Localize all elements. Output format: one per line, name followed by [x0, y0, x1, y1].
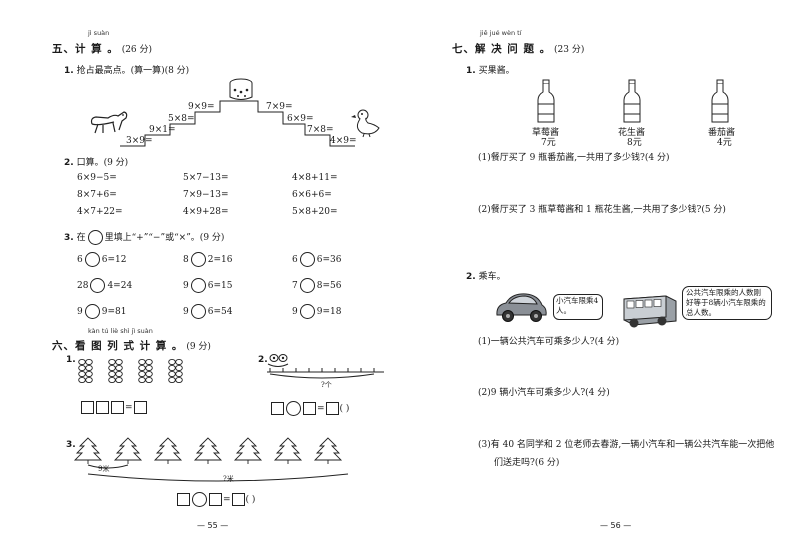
car-bubble: 小汽车限乘4人。 — [553, 294, 603, 320]
oral-r3c1: 4×7+22= — [77, 207, 123, 217]
p3-nine: 9米 — [98, 465, 110, 473]
sec5-pinyin: jì suàn — [88, 29, 110, 37]
bus-bubble: 公共汽车限乘的人数刚好等于8辆小汽车限乘的总人数。 — [682, 286, 772, 320]
left-page-number: — 55 — — [197, 521, 229, 530]
r-q1-line: 1. 买果酱。 — [466, 63, 515, 76]
q2-text: 口算。(9 分) — [76, 158, 129, 168]
dog-icon — [90, 111, 128, 134]
jam-2-name: 花生酱 — [618, 128, 646, 138]
p3-label: 3. — [66, 440, 76, 450]
sec6-heading: 六、看 图 列 式 计 算 。 (9 分) — [52, 338, 211, 353]
sec5-heading: 五、计 算 。 (26 分) — [52, 41, 152, 56]
q3-label: 3. — [64, 233, 74, 243]
oral-r3c3: 5×8+20= — [292, 207, 338, 217]
p1-answer-frame[interactable]: = — [80, 401, 148, 414]
stair-2: 9×1= — [149, 125, 176, 135]
circle-icon — [87, 230, 103, 245]
r-q2-label: 2. — [466, 272, 476, 282]
q2-label: 2. — [64, 158, 74, 168]
duck-icon — [351, 109, 380, 138]
bottles-figure — [537, 79, 729, 123]
jam-2-price: 8元 — [627, 138, 642, 148]
sec5-title: 五、计 算 。 — [52, 43, 119, 55]
oral-r1c2: 5×7−13= — [183, 173, 229, 183]
sec6-title: 六、看 图 列 式 计 算 。 — [52, 340, 184, 352]
jam-3-price: 4元 — [717, 138, 732, 148]
cake-icon — [229, 78, 253, 100]
r-q2-line: 2. 乘车。 — [466, 269, 506, 282]
sec6-pinyin: kàn tú liè shì jì suàn — [88, 327, 153, 335]
dot-groups-figure — [78, 358, 183, 384]
r-q2-sub2: (2)9 辆小汽车可乘多少人?(4 分) — [478, 388, 610, 398]
number-line-figure — [267, 354, 384, 379]
sec7-title: 七、解 决 问 题 。 — [452, 43, 552, 55]
q1-text: 抢占最高点。(算一算)(8 分) — [76, 66, 190, 76]
stair-6: 6×9= — [287, 114, 314, 124]
q3-pre: 在 — [76, 233, 86, 243]
p2-qmark: ?个 — [321, 381, 332, 389]
q1-line: 1. 抢占最高点。(算一算)(8 分) — [64, 63, 189, 76]
jam-1-price: 7元 — [541, 138, 556, 148]
r-q1-text: 买果酱。 — [478, 66, 515, 76]
q3-line: 3. 在 里填上“+”“−”或“×”。(9 分) — [64, 230, 224, 245]
stair-4: 9×9= — [188, 102, 215, 112]
p3-paren: ( ) — [245, 495, 256, 505]
sec7-score: (23 分) — [554, 45, 585, 55]
q2-line: 2. 口算。(9 分) — [64, 155, 128, 168]
r-q2-sub1: (1)一辆公共汽车可乘多少人?(4 分) — [478, 337, 620, 347]
stair-8: 4×9= — [330, 136, 357, 146]
right-page-number: — 56 — — [600, 521, 632, 530]
oral-r1c3: 4×8+11= — [292, 173, 338, 183]
p2-paren: ( ) — [339, 404, 350, 414]
stair-5: 7×9= — [266, 102, 293, 112]
q1-label: 1. — [64, 66, 74, 76]
p3-qmeter: ?米 — [223, 475, 234, 483]
p2-label: 2. — [258, 355, 268, 365]
car-icon — [496, 293, 547, 322]
oral-r2c2: 7×9−13= — [183, 190, 229, 200]
p3-answer-frame[interactable]: =( ) — [176, 492, 255, 507]
stair-1: 3×9= — [126, 136, 153, 146]
trees-figure — [73, 437, 349, 482]
sec6-score: (9 分) — [186, 342, 211, 352]
r-q1-label: 1. — [466, 66, 476, 76]
r-q2-sub3a: (3)有 40 名同学和 2 位老师去春游,一辆小汽车和一辆公共汽车能一次把他 — [478, 440, 775, 450]
oral-r2c1: 8×7+6= — [77, 190, 117, 200]
jam-1-name: 草莓酱 — [532, 128, 560, 138]
bus-icon — [623, 295, 677, 328]
r-q1-sub2: (2)餐厅买了 3 瓶草莓酱和 1 瓶花生酱,一共用了多少钱?(5 分) — [478, 205, 726, 215]
oral-r1c1: 6×9−5= — [77, 173, 117, 183]
p2-answer-frame[interactable]: =( ) — [270, 401, 349, 416]
sec7-heading: 七、解 决 问 题 。 (23 分) — [452, 41, 584, 56]
stair-3: 5×8= — [168, 114, 195, 124]
oral-r3c2: 4×9+28= — [183, 207, 229, 217]
q3-post: 里填上“+”“−”或“×”。(9 分) — [104, 233, 225, 243]
sec5-score: (26 分) — [121, 45, 153, 55]
p1-label: 1. — [66, 355, 76, 365]
jam-3-name: 番茄酱 — [708, 128, 736, 138]
r-q2-sub3b: 们送走吗?(6 分) — [494, 458, 560, 468]
oral-r2c3: 6×6+6= — [292, 190, 332, 200]
r-q1-sub1: (1)餐厅买了 9 瓶番茄酱,一共用了多少钱?(4 分) — [478, 153, 670, 163]
r-q2-text: 乘车。 — [478, 272, 506, 282]
stair-7: 7×8= — [307, 125, 334, 135]
sec7-pinyin: jiě jué wèn tí — [480, 29, 522, 37]
